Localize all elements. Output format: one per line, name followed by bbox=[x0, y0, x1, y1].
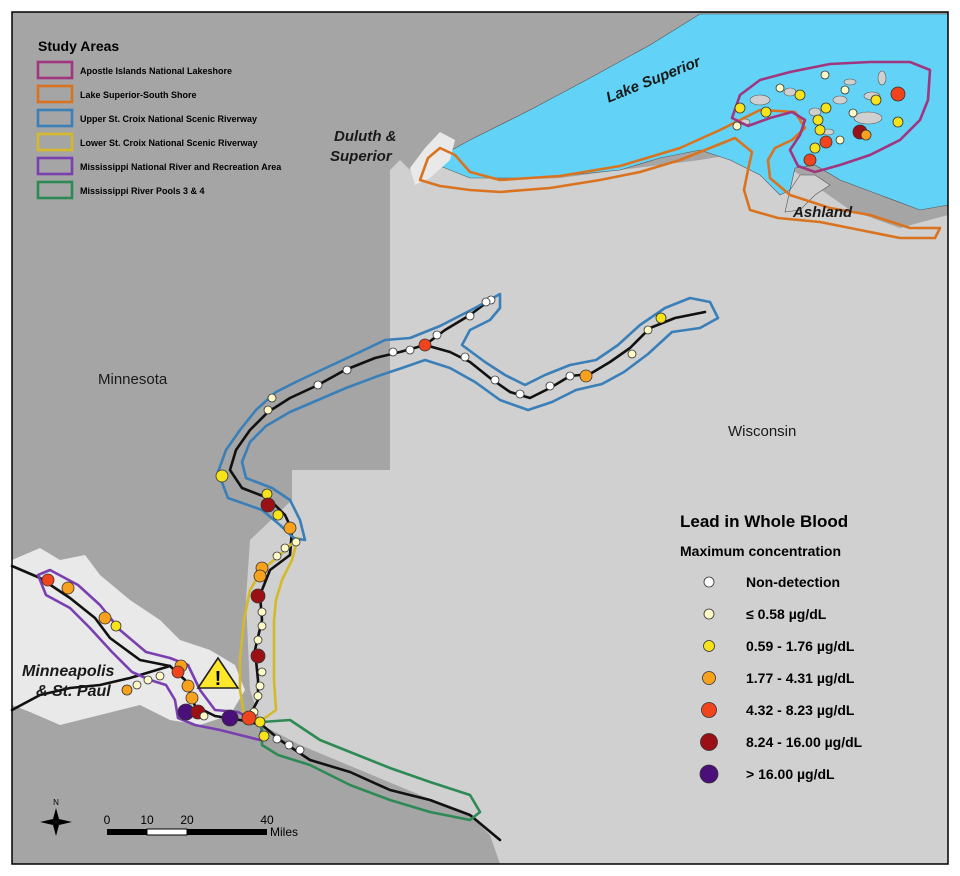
legend-lead-label: ≤ 0.58 µg/dL bbox=[746, 606, 827, 622]
legend-lead-symbol bbox=[700, 733, 718, 751]
legend-study-area-swatch bbox=[36, 132, 74, 152]
map-frame bbox=[11, 11, 949, 865]
legend-study-areas-title: Study Areas bbox=[38, 38, 119, 54]
legend-lead: Lead in Whole Blood Maximum concentratio… bbox=[680, 512, 863, 784]
lake-superior bbox=[429, 13, 949, 211]
scale-tick-10: 10 bbox=[140, 813, 154, 827]
legend-lead-symbol bbox=[702, 671, 716, 685]
legend-study-area-label: Mississippi River Pools 3 & 4 bbox=[80, 186, 205, 196]
outline-apostle-islands bbox=[730, 60, 932, 174]
legend-study-area-swatch bbox=[36, 180, 74, 200]
legend-lead-label: 1.77 - 4.31 µg/dL bbox=[746, 670, 855, 686]
apostle-islands bbox=[739, 70, 887, 136]
label-duluth: Duluth & bbox=[334, 128, 396, 145]
scale-unit: Miles bbox=[270, 825, 298, 839]
scale-bar: 0 10 20 40 Miles bbox=[104, 813, 298, 839]
wisconsin-land bbox=[246, 150, 948, 864]
north-arrow-icon: N bbox=[40, 798, 72, 836]
legend-study-area-swatch bbox=[36, 84, 74, 104]
legend-lead-label: Non-detection bbox=[746, 574, 840, 590]
legend-study-area-label: Lower St. Croix National Scenic Riverway bbox=[80, 138, 258, 148]
scale-tick-0: 0 bbox=[104, 813, 111, 827]
outline-mississippi-nrra bbox=[36, 568, 264, 742]
legend-study-area-label: Mississippi National River and Recreatio… bbox=[80, 162, 282, 172]
legend-lead-symbol bbox=[703, 640, 715, 652]
legend-study-area-swatch bbox=[36, 60, 74, 80]
legend-lead-symbol bbox=[701, 702, 717, 718]
legend-lead-subtitle: Maximum concentration bbox=[680, 543, 841, 559]
sample-points bbox=[41, 70, 906, 755]
legend-lead-label: 4.32 - 8.23 µg/dL bbox=[746, 702, 855, 718]
legend-lead-symbol bbox=[699, 764, 719, 784]
label-superior: Superior bbox=[330, 148, 393, 165]
label-minnesota: Minnesota bbox=[98, 371, 168, 388]
warning-icon: ! bbox=[196, 656, 240, 690]
outline-mississippi-pools bbox=[260, 718, 482, 822]
legend-study-area-label: Apostle Islands National Lakeshore bbox=[80, 66, 232, 76]
scale-tick-20: 20 bbox=[180, 813, 194, 827]
legend-lead-symbol bbox=[703, 576, 715, 588]
warning-glyph: ! bbox=[215, 668, 222, 690]
legend-lead-label: 8.24 - 16.00 µg/dL bbox=[746, 734, 863, 750]
legend-study-areas: Study Areas Apostle Islands National Lak… bbox=[36, 38, 282, 200]
label-minneapolis: Minneapolis bbox=[22, 663, 115, 680]
legend-study-area-label: Lake Superior-South Shore bbox=[80, 90, 197, 100]
legend-lead-title: Lead in Whole Blood bbox=[680, 512, 848, 531]
outline-upper-st-croix bbox=[216, 292, 720, 542]
legend-lead-label: 0.59 - 1.76 µg/dL bbox=[746, 638, 855, 654]
legend-study-area-swatch bbox=[36, 156, 74, 176]
label-ashland: Ashland bbox=[792, 204, 853, 221]
legend-lead-symbol bbox=[703, 608, 715, 620]
chequamegon-peninsula bbox=[784, 174, 831, 213]
north-arrow-label: N bbox=[53, 798, 59, 807]
label-st-paul: & St. Paul bbox=[36, 683, 111, 700]
outline-lake-superior-south-shore bbox=[418, 108, 942, 240]
label-wisconsin: Wisconsin bbox=[728, 423, 796, 440]
legend-study-area-swatch bbox=[36, 108, 74, 128]
legend-lead-label: > 16.00 µg/dL bbox=[746, 766, 835, 782]
urban-duluth bbox=[410, 132, 455, 185]
legend-study-area-label: Upper St. Croix National Scenic Riverway bbox=[80, 114, 257, 124]
scale-tick-40: 40 bbox=[260, 813, 274, 827]
